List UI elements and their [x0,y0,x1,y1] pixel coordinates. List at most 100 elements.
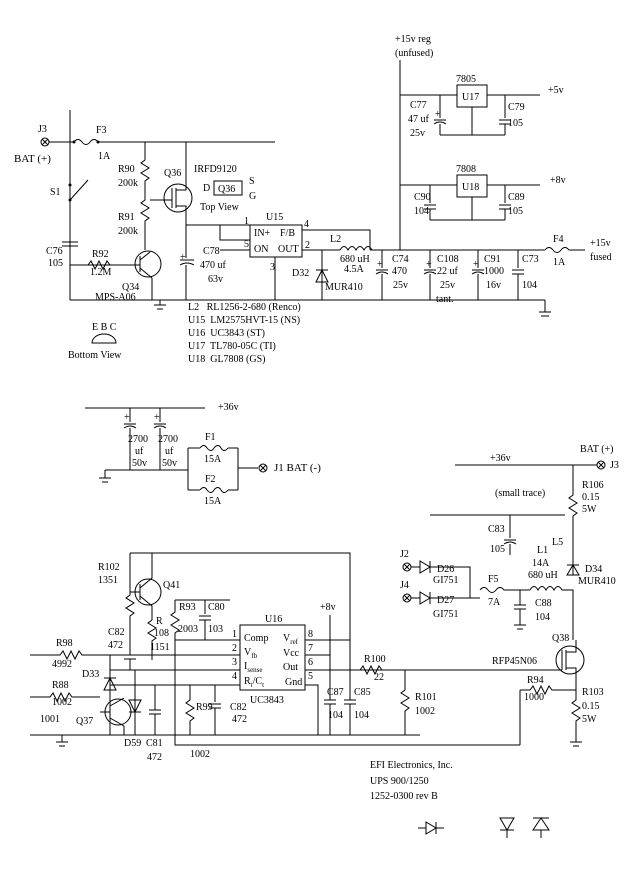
c82-value: 472 [108,640,123,651]
p36-b-label: +36v [490,453,511,464]
u15-on: ON [254,244,268,255]
svg-text:1: 1 [244,216,249,227]
controller-section: R102 1351 Q41 R 108 1151 C82 472 R93 200… [30,552,520,763]
gi751-b-label: GI751 [433,609,459,620]
u18-label: U18 [462,182,479,193]
bottom-view-label: Bottom View [68,350,122,361]
c80-label: C80 [208,602,225,613]
c89-label: C89 [508,192,525,203]
u16-vfb: Vfb [244,647,258,660]
f5-value: 7A [488,597,501,608]
model-name: UPS 900/1250 [370,776,429,787]
q41-label: Q41 [163,580,180,591]
svg-text:+: + [473,259,479,270]
c88-value: 104 [535,612,550,623]
regulators: +15v reg (unfused) 7805 U17 +5v + C77 47… [395,34,566,250]
c77-value: 47 uf [408,114,430,125]
c91-value: 1000 [484,266,504,277]
u15-in: IN+ [254,228,271,239]
output-filter: + C74 470 25v + C108 22 uf 25v tant. + C… [370,234,612,317]
r108-r: R [156,616,163,627]
r106-value: 0.15 [582,492,600,503]
d32-label: D32 [292,268,309,279]
u16-isense: Isense [244,661,263,674]
r99-label: R99 [196,702,213,713]
r90-value: 200k [118,178,138,189]
r106-watt: 5W [582,504,597,515]
svg-text:+: + [180,252,186,263]
top-view-label: Top View [200,202,240,213]
svg-text:2: 2 [305,240,310,251]
c81-label: C81 [146,738,163,749]
r108-num: 108 [154,628,169,639]
r98-value: 4992 [52,659,72,670]
q37-label: Q37 [76,716,93,727]
p36-label: +36v [218,402,239,413]
r103-value: 0.15 [582,701,600,712]
parts-list-item: U18 GL7808 (GS) [188,354,266,365]
parts-list-item: U15 LM2575HVT-15 (NS) [188,315,300,326]
c81-value: 472 [147,752,162,763]
j4-label: J4 [400,580,409,591]
c79-label: C79 [508,102,525,113]
c90-value: 104 [414,206,429,217]
r98-label: R98 [56,638,73,649]
j3-b-label: J3 [610,460,619,471]
c90-label: C90 [414,192,431,203]
j3-label: J3 [38,124,47,135]
r88-value: 1002 [52,697,72,708]
g-label: G [249,191,256,202]
l1-label: L1 [537,545,548,556]
l2-label: L2 [330,234,341,245]
r92-label: R92 [92,249,109,260]
uc3843-label: UC3843 [250,695,284,706]
svg-text:5: 5 [308,671,313,682]
s-label: S [249,176,255,187]
r91-label: R91 [118,212,135,223]
svg-text:+: + [426,259,432,270]
r93-label: R93 [179,602,196,613]
c108-voltage: 25v [440,280,455,291]
r102-label: R102 [98,562,120,573]
c82b-label: C82 [230,702,247,713]
q36-label: Q36 [164,168,181,179]
l5-label: L5 [552,537,563,548]
company-block: EFI Electronics, Inc. UPS 900/1250 1252-… [370,760,550,838]
parts-list-item: L2 RL1256-2-680 (Renco) [188,302,301,313]
c108-label: C108 [437,254,459,265]
c91-voltage: 16v [486,280,501,291]
f1-value: 15A [204,454,222,465]
c-uf-b: uf [165,446,174,457]
l1-value: 680 uH [528,570,558,581]
mur410-b-label: MUR410 [578,576,616,587]
c85-label: C85 [354,687,371,698]
c76-label: C76 [46,246,63,257]
r101-label: R101 [415,692,437,703]
bat-plus-b-label: BAT (+) [580,444,614,455]
d27-label: D27 [437,595,454,606]
power-stage: +36v BAT (+) J3 R106 0.15 5W (small trac… [400,444,619,747]
c89-value: 105 [508,206,523,217]
p8v-b-label: +8v [320,602,336,613]
gi751-a-label: GI751 [433,575,459,586]
l2-current: 4.5A [344,264,365,275]
q34-label: Q34 [122,282,139,293]
c-2700b: 2700 [158,434,178,445]
f2-value: 15A [204,496,222,507]
r92-value: 1.2M [90,267,112,278]
svg-text:1: 1 [232,629,237,640]
c87-value: 104 [328,710,343,721]
u17-label: U17 [462,92,479,103]
u16-vref: Vref [283,633,299,646]
f2-label: F2 [205,474,216,485]
svg-text:6: 6 [308,657,313,668]
parts-list-item: U16 UC3843 (ST) [188,328,265,339]
r90-label: R90 [118,164,135,175]
battery-section: +36v ++ 2700 uf 50v 2700 uf 50v F1 15A F… [85,402,321,507]
ebc-label: E B C [92,322,117,333]
u17-type: 7805 [456,74,476,85]
p15-fused-label: +15v [590,238,611,249]
s1-label: S1 [50,187,61,198]
f5-label: F5 [488,574,499,585]
j1-label: J1 BAT (-) [274,462,321,474]
